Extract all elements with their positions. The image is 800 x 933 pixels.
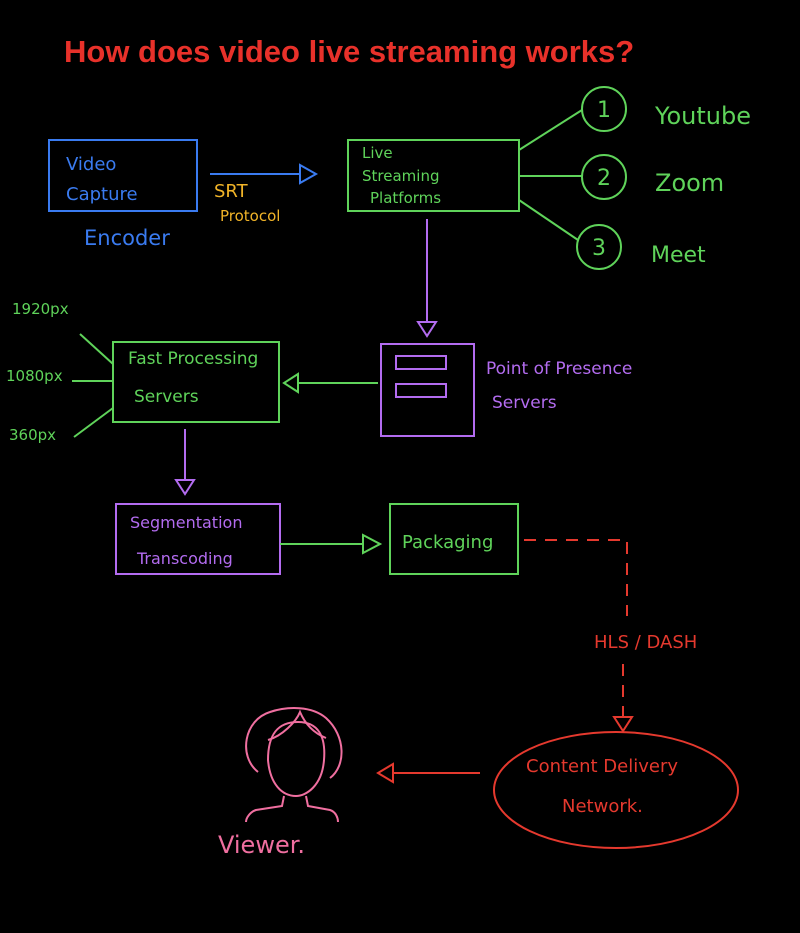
live-streaming-label-1: Live	[362, 144, 393, 162]
platform-1-circle	[581, 86, 627, 132]
pop-label-2: Servers	[492, 393, 557, 413]
srt-arrow-head	[299, 163, 319, 185]
arrow-cdn-to-viewer-head	[376, 762, 394, 784]
live-streaming-label-2: Streaming	[362, 167, 439, 185]
pop-server-box	[380, 343, 475, 437]
platform-1-number: 1	[597, 98, 611, 123]
segmentation-label-2: Transcoding	[136, 549, 233, 568]
arrow-seg-to-pack-head	[362, 533, 383, 555]
packaging-label: Packaging	[402, 532, 493, 553]
segmentation-box	[115, 503, 281, 575]
pop-label-1: Point of Presence	[486, 359, 632, 379]
connector-youtube	[518, 109, 583, 151]
platform-2-number: 2	[597, 166, 611, 191]
srt-label-2: Protocol	[220, 207, 280, 225]
viewer-person-icon	[245, 707, 343, 823]
encoder-label: Encoder	[84, 226, 170, 250]
connector-meet	[518, 199, 579, 241]
platform-3-circle	[576, 224, 622, 270]
resolution-1920-label: 1920px	[12, 300, 69, 318]
arrow-fast-to-seg-head	[174, 479, 196, 496]
viewer-label: Viewer.	[218, 831, 305, 859]
live-streaming-label-3: Platforms	[370, 189, 441, 207]
fast-processing-label-1: Fast Processing	[128, 349, 258, 369]
platform-2-circle	[581, 154, 627, 200]
pop-server-slot-1	[395, 355, 447, 370]
resolution-1920-line	[79, 333, 114, 365]
arrow-live-to-pop-head	[416, 321, 438, 338]
pop-server-slot-2	[395, 383, 447, 398]
platform-3-number: 3	[592, 236, 606, 261]
arrow-pop-to-fast-head	[282, 372, 299, 394]
video-capture-box	[48, 139, 198, 212]
resolution-360-line	[73, 407, 114, 438]
resolution-360-label: 360px	[9, 426, 56, 444]
srt-label-1: SRT	[214, 181, 249, 202]
video-capture-label-2: Capture	[66, 184, 138, 205]
cdn-label-1: Content Delivery	[526, 756, 678, 777]
platform-2-name: Zoom	[655, 169, 724, 197]
hls-dash-label: HLS / DASH	[594, 632, 697, 653]
cdn-label-2: Network.	[562, 796, 643, 817]
video-capture-label-1: Video	[66, 154, 116, 175]
platform-1-name: Youtube	[654, 102, 751, 130]
page-title: How does video live streaming works?	[64, 34, 634, 69]
fast-processing-label-2: Servers	[134, 387, 199, 407]
resolution-1080-label: 1080px	[6, 367, 63, 385]
dashed-packaging-to-cdn	[524, 539, 628, 616]
cdn-ellipse	[493, 731, 739, 849]
platform-3-name: Meet	[651, 243, 706, 268]
segmentation-label-1: Segmentation	[130, 513, 242, 532]
hls-arrow-head	[612, 716, 634, 733]
packaging-box	[389, 503, 519, 575]
